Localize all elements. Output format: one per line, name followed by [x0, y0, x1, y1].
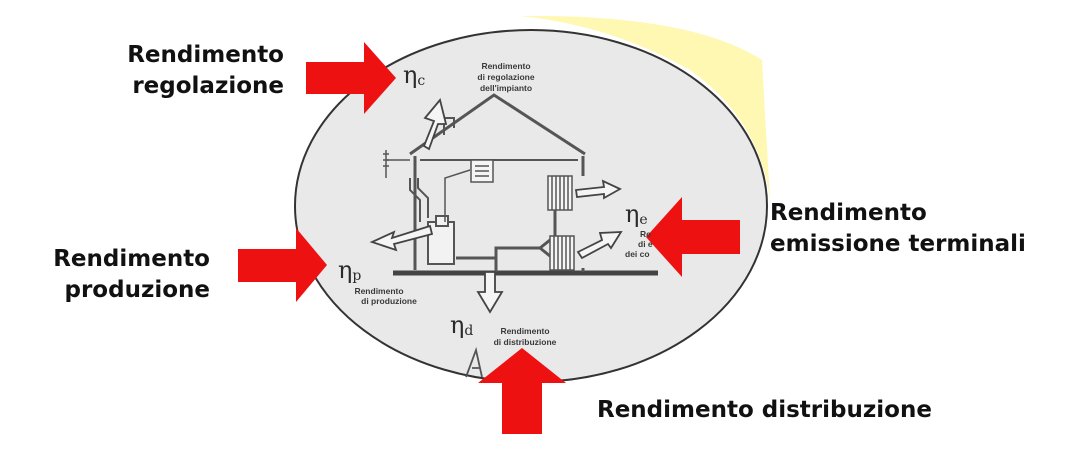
callout-produzione-line1: Rendimento — [53, 246, 210, 272]
inner-text-regolazione: Rendimento di regolazione dell'impianto — [477, 61, 534, 93]
callout-regolazione-line1: Rendimento — [127, 42, 284, 68]
svg-text:di e: di e — [638, 239, 653, 249]
loss-arrow-emissione-upper — [574, 179, 622, 200]
loss-arrows — [369, 98, 623, 314]
yellow-sheet-edge — [520, 15, 770, 200]
svg-text:Rendimento: Rendimento — [481, 61, 530, 71]
arrow-distribuzione — [478, 348, 566, 434]
boiler-drawing — [409, 178, 455, 265]
svg-text:dell'impianto: dell'impianto — [480, 83, 532, 93]
svg-text:di distribuzione: di distribuzione — [494, 337, 557, 347]
radiator-lower — [549, 235, 575, 271]
loss-arrow-regolazione — [422, 98, 448, 151]
callout-emissione-line1: Rendimento — [770, 200, 927, 226]
house-drawing — [409, 93, 586, 272]
svg-text:Rendimento: Rendimento — [500, 326, 549, 336]
loss-arrow-emissione-lower — [576, 231, 623, 260]
callout-produzione-line2: produzione — [64, 277, 211, 303]
eta-p-symbol: ηp — [338, 256, 361, 284]
arrow-regolazione — [306, 42, 396, 114]
loss-arrow-produzione — [369, 224, 434, 252]
arrow-emissione — [646, 197, 740, 277]
callout-distribuzione-line1: Rendimento distribuzione — [597, 397, 932, 423]
radiator-upper — [547, 175, 573, 211]
callout-produzione: Rendimento produzione — [30, 244, 210, 306]
loss-arrow-distribuzione — [476, 271, 504, 314]
arrow-produzione — [238, 228, 327, 302]
eta-d-symbol: ηd — [450, 311, 473, 339]
inner-text-distribuzione: Rendimento di distribuzione — [494, 326, 557, 347]
callout-emissione: Rendimento emissione terminali — [770, 198, 1070, 260]
eta-c-symbol: ηc — [403, 61, 425, 89]
svg-text:dei co: dei co — [625, 249, 650, 259]
controller-drawing — [444, 159, 494, 222]
eta-e-symbol: ηe — [625, 200, 648, 228]
scribble-mark — [465, 346, 483, 378]
inner-text-produzione: Rendimento di produzione — [354, 286, 417, 306]
svg-text:Re: Re — [640, 229, 651, 239]
svg-text:di regolazione: di regolazione — [477, 72, 534, 82]
svg-text:di produzione: di produzione — [361, 296, 417, 306]
svg-text:Rendimento: Rendimento — [354, 286, 403, 296]
callout-distribuzione: Rendimento distribuzione — [597, 395, 977, 426]
callout-regolazione: Rendimento regolazione — [112, 40, 284, 102]
callout-regolazione-line2: regolazione — [132, 73, 284, 99]
callout-emissione-line2: emissione terminali — [770, 231, 1026, 257]
thermometer-drawing — [383, 150, 410, 178]
inner-text-emissione-partial: Re di e dei co — [625, 229, 653, 259]
